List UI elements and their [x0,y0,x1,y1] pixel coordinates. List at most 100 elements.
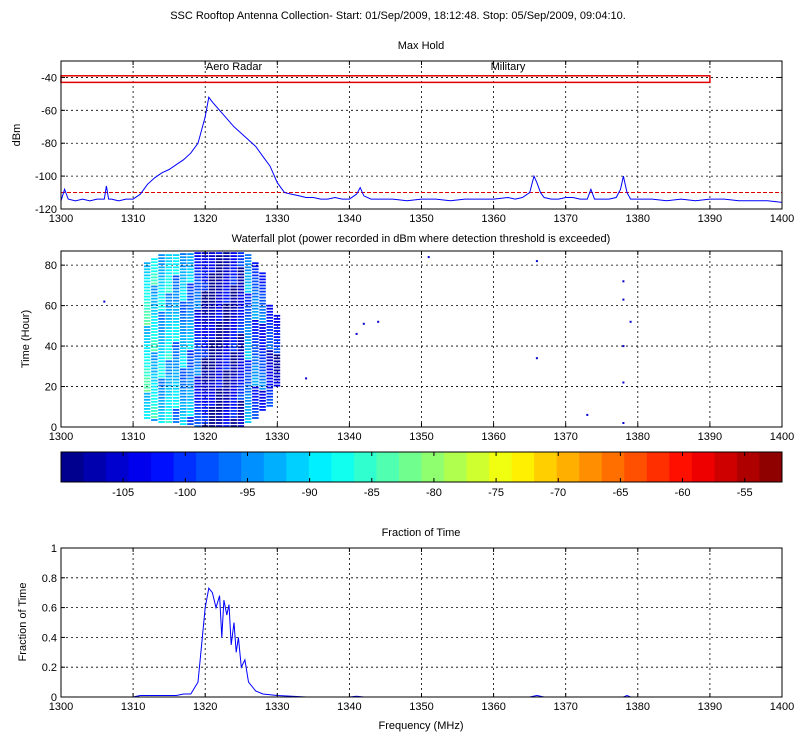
waterfall-cell [223,388,230,391]
waterfall-cell [208,258,216,261]
waterfall-cell [244,260,252,263]
waterfall-cell [244,257,252,260]
waterfall-cell [187,377,194,380]
waterfall-cell [143,386,151,389]
waterfall-cell [208,343,216,345]
waterfall-cell [230,282,237,285]
waterfall-cell [216,294,223,297]
waterfall-cell [208,370,216,373]
waterfall-cell [143,298,151,301]
waterfall-cell [158,302,165,305]
waterfall-cell [143,301,151,304]
waterfall-cell [237,306,245,309]
waterfall-cell [187,307,194,310]
waterfall-cell [208,309,216,312]
waterfall-cell [252,344,259,347]
waterfall-cell [158,348,165,351]
waterfall-cell [187,289,194,292]
waterfall-cell [143,350,151,353]
waterfall-cell [180,316,187,319]
waterfall-cell [223,352,230,355]
waterfall-cell [216,343,223,345]
waterfall-cell [194,340,201,342]
colorbar-cell [308,452,332,482]
waterfall-cell [244,342,252,344]
waterfall-cell [172,333,180,335]
waterfall-cell [158,327,165,329]
waterfall-cell [230,252,237,254]
waterfall-cell [172,284,180,287]
waterfall-cell [230,425,237,427]
waterfall-cell [187,417,194,419]
colorbar-frame [60,451,783,483]
waterfall-cell [252,262,259,265]
waterfall-cell [165,266,172,269]
waterfall-cell [172,266,180,269]
y-tick-label: 60 [45,301,57,313]
waterfall-cell [172,318,180,320]
waterfall-cell [244,311,252,314]
waterfall-cell [143,265,151,268]
waterfall-cell [244,321,252,323]
waterfall-cell [273,348,281,351]
waterfall-cell [216,279,223,282]
x-tick-label: 1380 [626,213,650,225]
waterfall-cell [216,315,223,318]
waterfall-cell [244,278,252,281]
waterfall-cell [194,252,201,254]
waterfall-cell [165,281,172,284]
waterfall-cell [230,410,237,412]
waterfall-cell [244,305,252,308]
waterfall-cell [187,320,194,322]
waterfall-cell [194,394,201,397]
waterfall-cell [194,413,201,415]
waterfall-cell [151,328,158,330]
waterfall-cell [201,407,209,409]
waterfall-cell [266,332,273,334]
colorbar-tick-label: -65 [612,487,628,499]
waterfall-cell [194,297,201,300]
colorbar-cell [669,452,693,482]
waterfall-cell [201,355,209,358]
waterfall-cell [165,378,172,381]
waterfall-cell [223,282,230,285]
waterfall-cell [259,330,266,332]
waterfall-cell [230,340,237,342]
waterfall-cell [252,356,259,359]
waterfall-cell [216,331,223,333]
waterfall-cell [223,273,230,276]
waterfall-column [237,252,245,427]
fraction-title: Fraction of Time [382,527,461,539]
waterfall-cell [244,390,252,393]
waterfall-cell [194,364,201,367]
waterfall-cell [194,349,201,352]
waterfall-cell [158,381,165,384]
waterfall-cell [201,273,209,276]
x-tick-label: 1360 [481,701,505,713]
waterfall-cell [194,261,201,264]
waterfall-cell [194,303,201,306]
waterfall-cell [158,321,165,323]
waterfall-cell [158,287,165,290]
waterfall-cell [180,374,187,377]
waterfall-cell [259,278,266,281]
waterfall-cell [180,335,187,337]
waterfall-cell [151,288,158,291]
waterfall-cell [216,264,223,267]
waterfall-cell [273,330,281,332]
waterfall-cell [252,414,259,416]
waterfall-cell [151,346,158,349]
waterfall-cell [143,326,151,328]
waterfall-cell [172,308,180,311]
waterfall-cell [151,410,158,412]
waterfall-cell [237,325,245,327]
waterfall-cell [259,378,266,381]
waterfall-cell [194,346,201,349]
colorbar-cell [466,452,490,482]
x-tick-label: 1340 [337,701,361,713]
waterfall-cell [151,258,158,261]
waterfall-cell [158,354,165,357]
waterfall-cell [244,254,252,256]
waterfall-cell [223,312,230,315]
